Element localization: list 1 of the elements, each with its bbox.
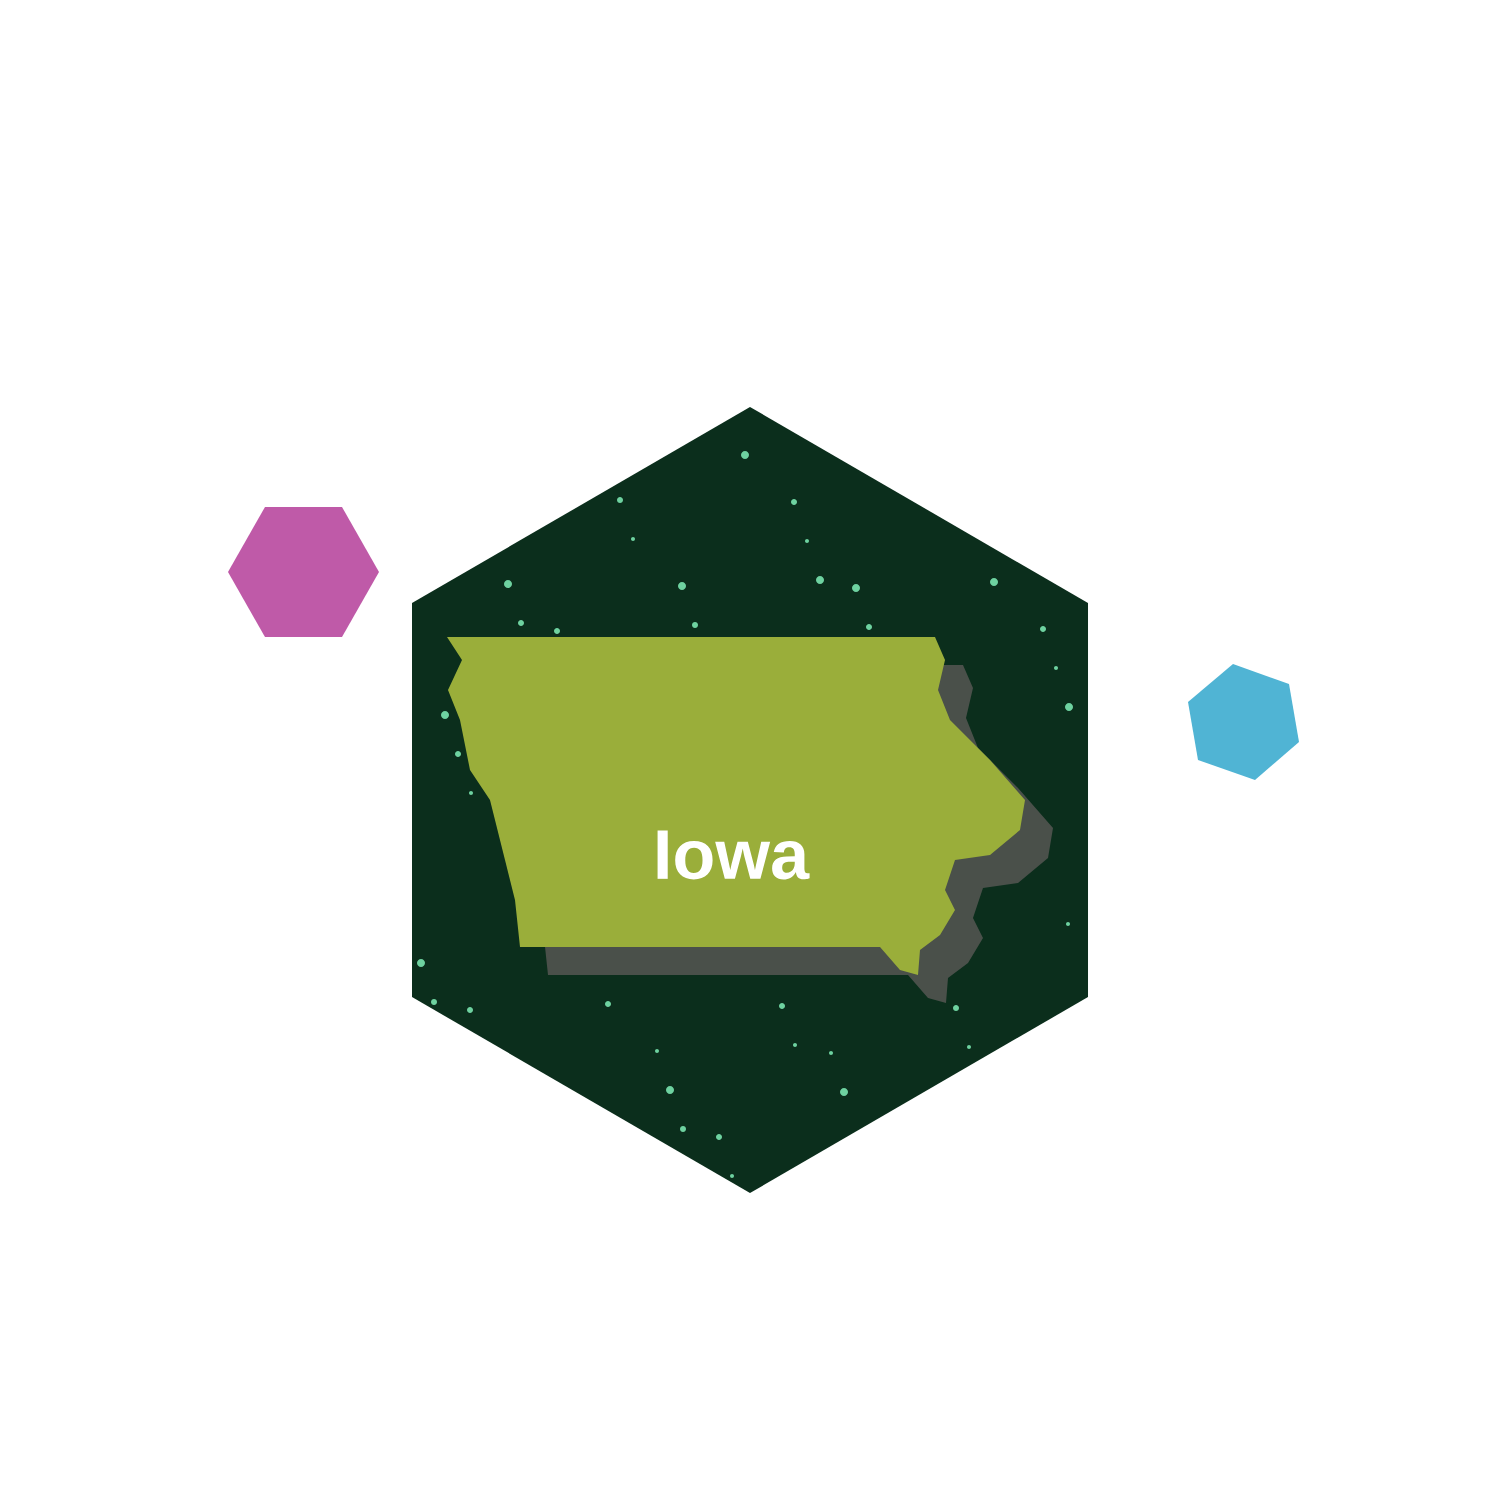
state-map: Iowa	[447, 637, 1025, 975]
